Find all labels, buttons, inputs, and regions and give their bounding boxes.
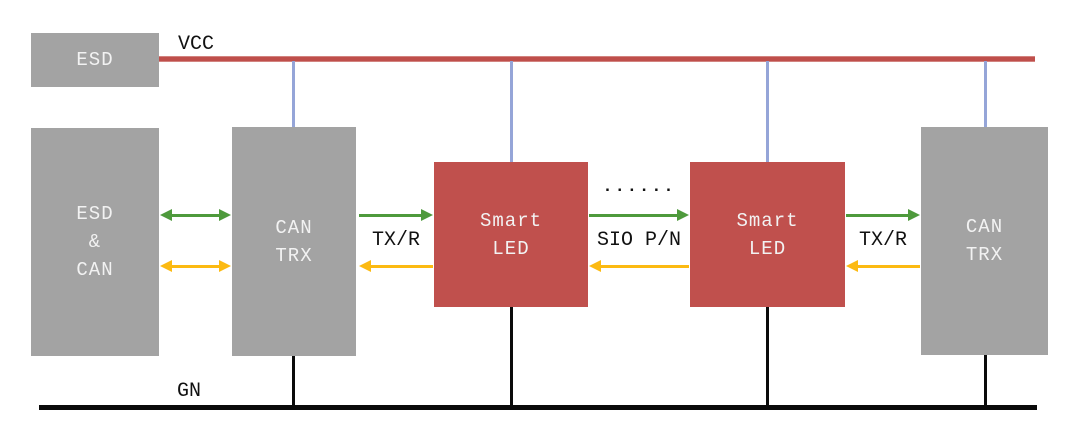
- gnd-rail-label: GN: [177, 380, 202, 403]
- arrowhead-right-icon: [219, 209, 231, 221]
- block-can-trx-right: CAN TRX: [921, 127, 1048, 355]
- vcc-drop-can-trx-left: [292, 61, 295, 127]
- txr-right-label: TX/R: [858, 229, 907, 252]
- arrow-shaft: [368, 265, 433, 268]
- block-smart-led-1: Smart LED: [434, 162, 588, 307]
- block-esd-label: ESD: [76, 49, 114, 71]
- gnd-drop-can-trx-right: [984, 355, 987, 405]
- gnd-drop-smart-led-2: [766, 307, 769, 405]
- block-can-trx-right-label-line: CAN: [965, 216, 1004, 238]
- block-smart-led-1-label-line: Smart: [479, 209, 542, 232]
- block-esd-can-label-line: CAN: [76, 259, 114, 281]
- block-can-trx-left-label-line: CAN: [275, 216, 313, 239]
- sio-label: SIO P/N: [596, 229, 681, 252]
- arrow-shaft: [598, 265, 689, 268]
- arrow-green-led1-led2: [589, 209, 689, 222]
- block-smart-led-2: Smart LED: [690, 162, 845, 307]
- arrowhead-right-icon: [908, 209, 920, 221]
- arrow-shaft: [846, 214, 911, 217]
- vcc-drop-smart-led-1: [510, 61, 513, 162]
- gnd-drop-smart-led-1: [510, 307, 513, 405]
- arrowhead-left-icon: [160, 209, 172, 221]
- block-esd-can-label-line: ESD: [76, 203, 114, 225]
- txr-left-label: TX/R: [371, 229, 420, 252]
- arrow-yellow-led1-cantrx: [359, 260, 433, 273]
- arrow-shaft: [589, 214, 680, 217]
- arrowhead-left-icon: [160, 260, 172, 272]
- block-esd: ESD: [31, 33, 159, 87]
- arrowhead-right-icon: [219, 260, 231, 272]
- arrow-shaft: [169, 265, 222, 268]
- arrowhead-left-icon: [846, 260, 858, 272]
- block-can-trx-right-label-line: TRX: [965, 244, 1004, 266]
- continuation-dots-label: ......: [602, 178, 676, 197]
- block-smart-led-2-label-line: LED: [748, 237, 787, 260]
- block-smart-led-2-label-line: Smart: [736, 209, 799, 232]
- vcc-drop-can-trx-right: [984, 61, 987, 127]
- arrow-yellow-led2-led1: [589, 260, 689, 273]
- block-can-trx-left: CAN TRX: [232, 127, 356, 356]
- arrow-shaft: [169, 214, 222, 217]
- vcc-rail-label: VCC: [178, 33, 215, 56]
- arrow-yellow-esdcan-cantrx: [160, 260, 231, 273]
- vcc-drop-smart-led-2: [766, 61, 769, 162]
- arrow-shaft: [359, 214, 424, 217]
- block-smart-led-1-label-line: LED: [492, 237, 530, 260]
- arrow-shaft: [855, 265, 920, 268]
- block-esd-can-label-line: &: [88, 231, 102, 253]
- gnd-drop-can-trx-left: [292, 356, 295, 405]
- arrow-yellow-cantrx-led2: [846, 260, 920, 273]
- gnd-rail-line: [39, 405, 1037, 410]
- vcc-rail-line: [159, 57, 1035, 61]
- block-can-trx-left-label-line: TRX: [275, 244, 313, 267]
- arrow-green-cantrx-led1: [359, 209, 433, 222]
- arrowhead-left-icon: [359, 260, 371, 272]
- arrowhead-right-icon: [421, 209, 433, 221]
- arrowhead-right-icon: [677, 209, 689, 221]
- arrow-green-led2-cantrx: [846, 209, 920, 222]
- block-esd-can: ESD & CAN: [31, 128, 159, 356]
- arrowhead-left-icon: [589, 260, 601, 272]
- arrow-green-esdcan-cantrx: [160, 209, 231, 222]
